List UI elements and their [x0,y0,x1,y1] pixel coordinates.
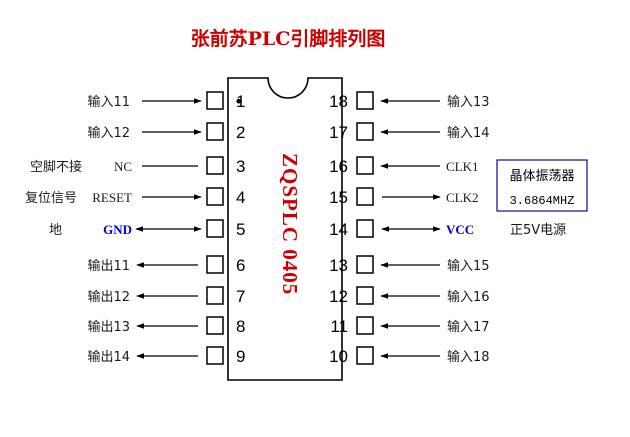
pin-pad-13 [356,255,374,274]
pin-label-6: 输出11 [87,258,130,274]
pin-label-11: 输入17 [447,319,490,335]
pin-8: 8 输出13 [87,316,245,336]
diagram-title: 张前苏PLC引脚排列图 [191,27,386,50]
pin-pad-18 [356,91,374,110]
pin-number-7: 7 [236,287,245,306]
pin-11: 11 输入17 [330,316,490,336]
pin-pad-15 [356,187,374,206]
pin-pad-3 [206,156,224,175]
pin-10: 10 输入18 [329,346,490,366]
pin-pad-2 [206,122,224,141]
pin-signal-5: GND [103,222,132,237]
pin-16: 16 CLK1 [329,156,479,176]
pin-number-1: 1 [236,92,245,111]
oscillator-frequency: 3.6864MHZ [510,194,575,208]
pin-14: 14 VCC 正5V电源 [329,219,566,239]
pin-number-17: 17 [329,123,348,142]
pin-number-2: 2 [236,123,245,142]
pin-pad-7 [206,286,224,305]
pin-number-5: 5 [236,220,245,239]
pin-label-13: 输入15 [447,258,490,274]
pin-number-14: 14 [329,220,348,239]
pin-number-6: 6 [236,256,245,275]
pin-pad-11 [356,316,374,335]
pin-label-14: 正5V电源 [510,223,566,238]
pin-pad-6 [206,255,224,274]
pin-label-7: 输出12 [87,289,130,305]
chip-label: ZQSPLC 0405 [278,153,302,295]
pin-number-12: 12 [329,287,348,306]
pin-pad-1 [206,91,224,110]
pin-pad-10 [356,346,374,365]
chip-body [227,77,343,381]
pin-number-13: 13 [329,256,348,275]
pin-pad-4 [206,187,224,206]
pin-7: 7 输出12 [87,286,245,306]
pin-signal-15: CLK2 [446,190,479,205]
pin-number-8: 8 [236,317,245,336]
pin-6: 6 输出11 [87,255,245,275]
pin-2: 2 输入12 [87,122,245,142]
pin-signal-3: NC [114,159,132,174]
pin-number-16: 16 [329,157,348,176]
pin-label-9: 输出14 [87,349,130,365]
pin-4: 4 RESET 复位信号 [25,187,245,207]
pin-signal-16: CLK1 [446,159,479,174]
oscillator-name: 晶体振荡器 [509,169,574,184]
pin-1: 1 输入11 [87,91,245,111]
pin-12: 12 输入16 [329,286,490,306]
pin-15: 15 CLK2 [329,187,479,207]
pin-label-2: 输入12 [87,125,130,141]
pin-label-8: 输出13 [87,319,130,335]
oscillator-block: 晶体振荡器 3.6864MHZ [496,159,588,212]
pin-label-1: 输入11 [87,94,130,110]
pin-label-5: 地 [49,223,62,238]
pin-pad-12 [356,286,374,305]
pins-layer: 1 输入11 2 输入12 3 NC 空脚不接 4 RESET 复位信号 5 GND 地 6 输出11 7 输出… [25,91,566,366]
pin-3: 3 NC 空脚不接 [30,156,245,176]
pin-label-17: 输入14 [447,125,490,141]
pin-pad-5 [206,219,224,238]
pin1-marker: • [234,92,243,111]
pin-label-4: 复位信号 [25,191,77,206]
pin-number-11: 11 [330,317,348,336]
pin-9: 9 输出14 [87,346,245,366]
pin-pad-8 [206,316,224,335]
pin-number-4: 4 [236,188,245,207]
pin-label-3: 空脚不接 [30,159,82,175]
oscillator-box [496,159,588,212]
pin-5: 5 GND 地 [49,219,245,239]
pin-number-10: 10 [329,347,348,366]
pin-pad-17 [356,122,374,141]
pin-label-10: 输入18 [447,349,490,365]
pin-13: 13 输入15 [329,255,490,275]
pin-label-12: 输入16 [447,289,490,305]
pin-pad-14 [356,219,374,238]
pin-signal-14: VCC [446,222,474,237]
pin-pad-16 [356,156,374,175]
pin-number-15: 15 [329,188,348,207]
pin-signal-4: RESET [92,190,132,205]
pin-pad-9 [206,346,224,365]
pin-number-3: 3 [236,157,245,176]
pin-label-18: 输入13 [447,94,490,110]
pin-number-18: 18 [329,92,348,111]
pin-17: 17 输入14 [329,122,490,142]
pin-number-9: 9 [236,347,245,366]
pin-18: 18 输入13 [329,91,490,111]
